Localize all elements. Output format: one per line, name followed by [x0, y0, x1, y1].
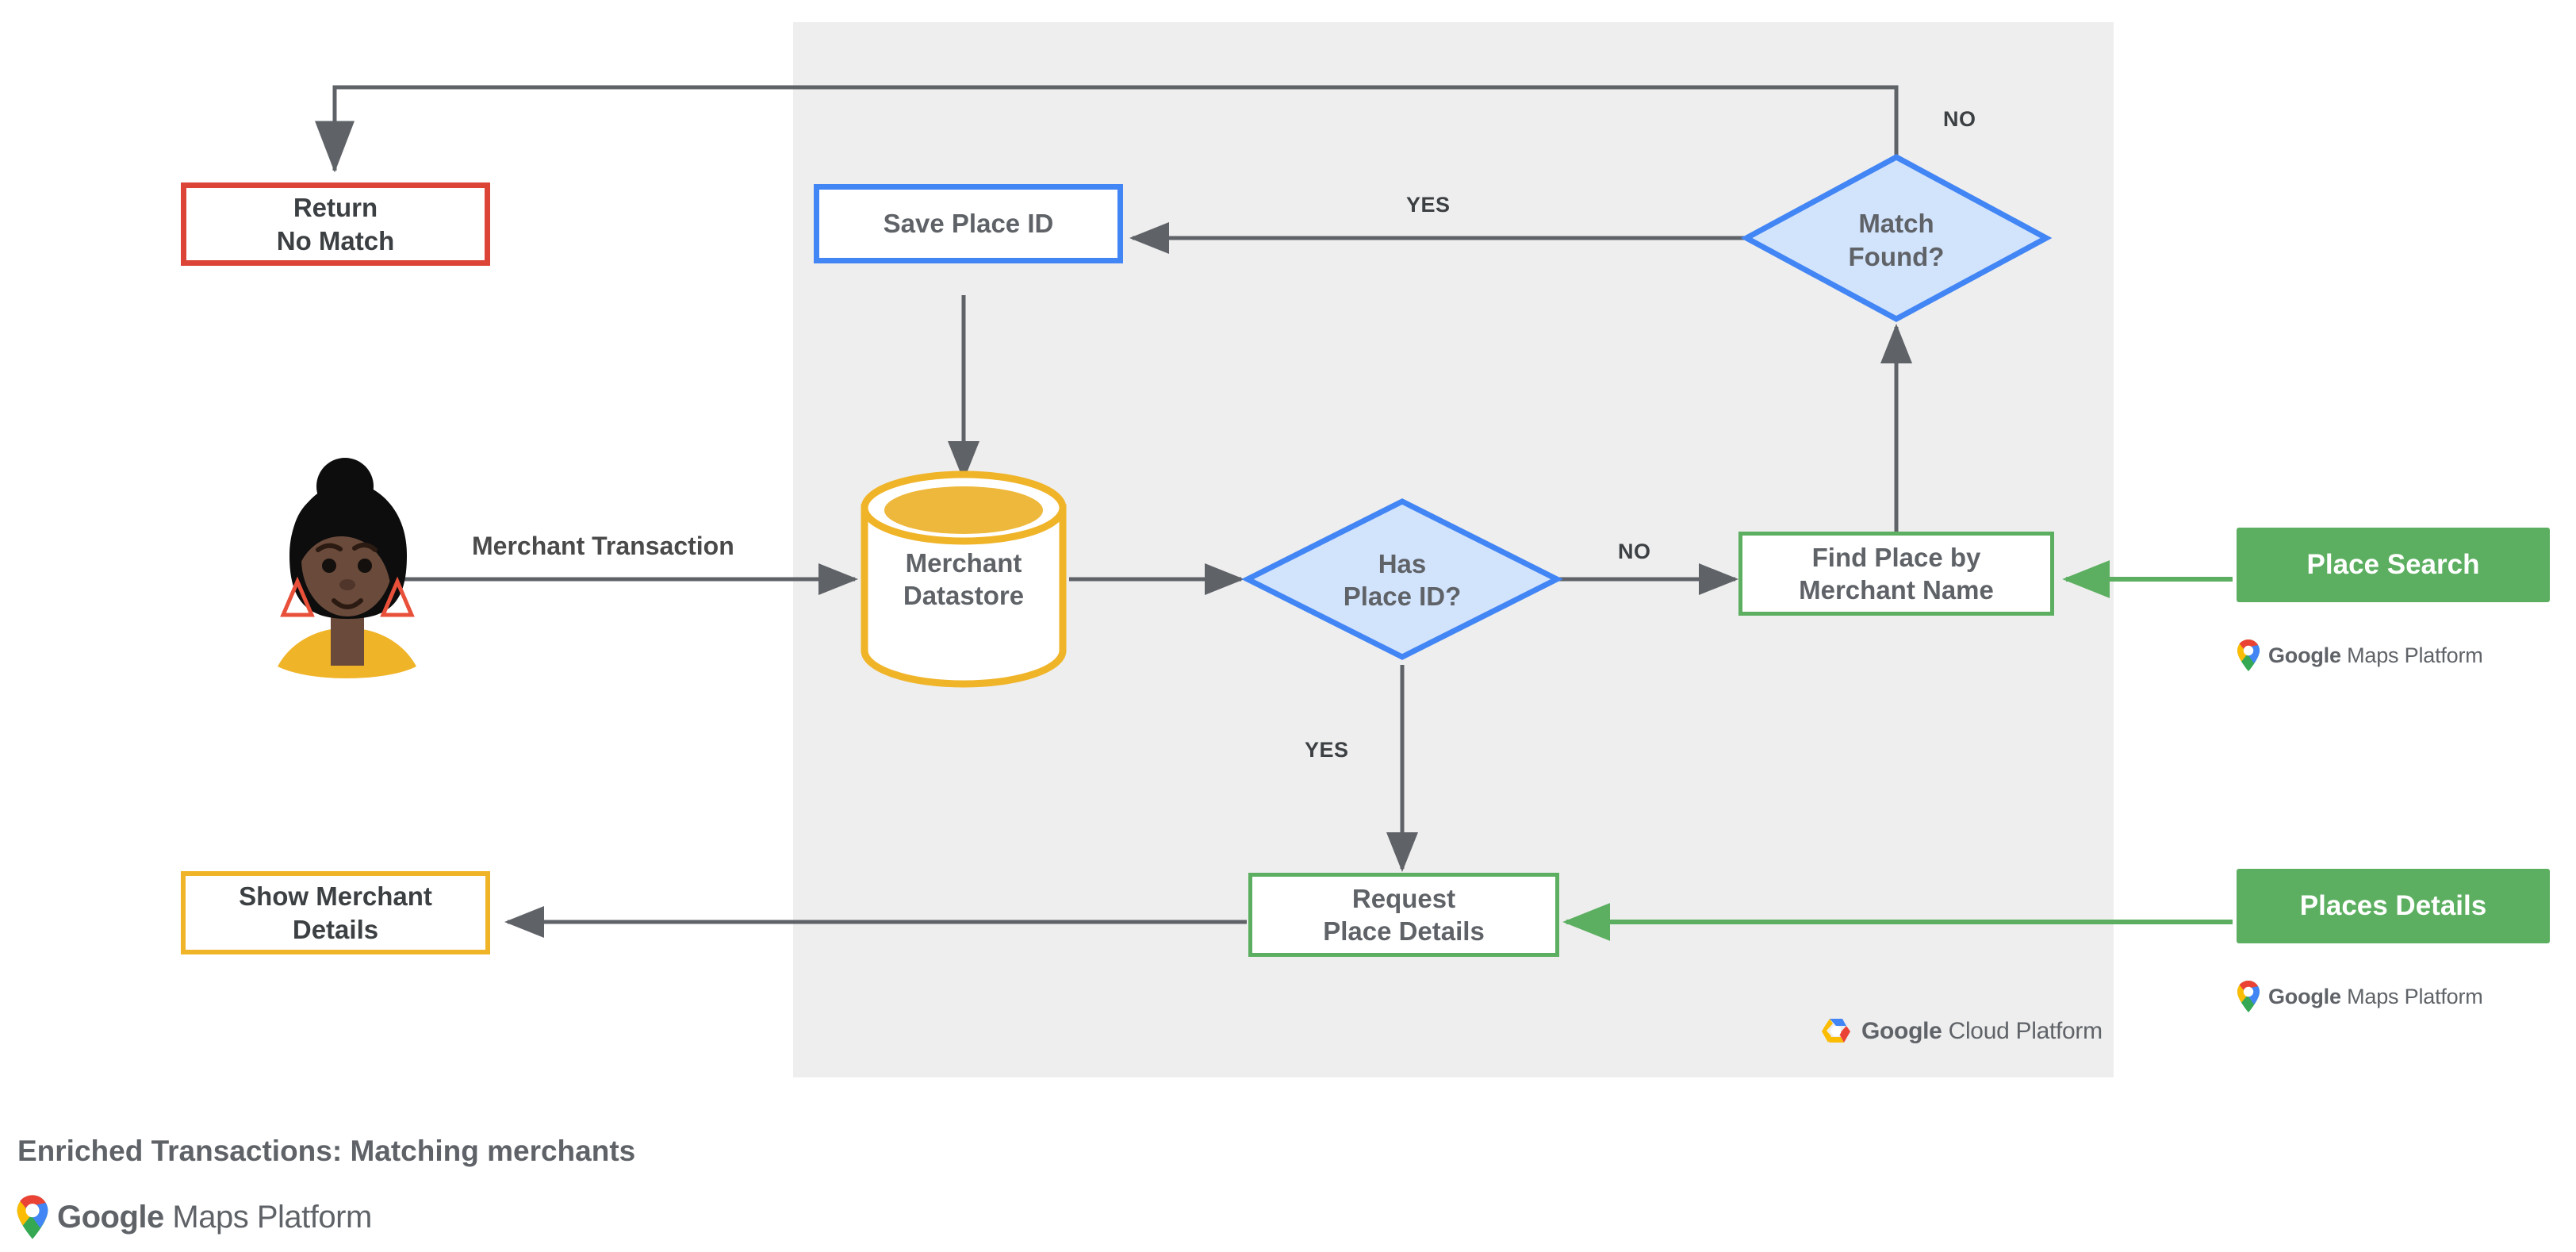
google-cloud-hexagon-icon	[1822, 1019, 1850, 1043]
node-line-1: Match	[1858, 209, 1934, 239]
avatar-eye-right	[358, 559, 372, 573]
node-show-merchant-details[interactable]: Show Merchant Details	[181, 871, 490, 954]
gmp-footer-logo-text: Google Maps Platform	[57, 1200, 372, 1235]
node-places-details[interactable]: Places Details	[2237, 869, 2550, 943]
node-place-search-label: Place Search	[2306, 549, 2480, 581]
diagram-caption: Enriched Transactions: Matching merchant…	[17, 1135, 636, 1167]
edge-match-found-no	[315, 85, 1899, 173]
google-maps-pin-icon	[17, 1195, 48, 1239]
node-match-found[interactable]: Match Found?	[1777, 194, 2015, 286]
node-line-1: Merchant	[905, 547, 1022, 578]
edge-label-match-found-no: NO	[1943, 107, 1976, 131]
gcp-word-rest: Cloud Platform	[1948, 1018, 2103, 1044]
node-save-place-id[interactable]: Save Place ID	[814, 184, 1123, 263]
gmp-logo-footer: Google Maps Platform	[16, 1194, 372, 1240]
gmp-word-rest: Maps Platform	[2347, 643, 2483, 667]
node-line-1: Request	[1351, 883, 1456, 913]
node-line-2: Place Details	[1323, 916, 1485, 946]
node-request-place-details[interactable]: Request Place Details	[1248, 873, 1559, 957]
node-find-place-by-merchant-name[interactable]: Find Place by Merchant Name	[1738, 532, 2054, 616]
node-merchant-datastore[interactable]: Merchant Datastore	[853, 536, 1075, 623]
google-maps-pin-icon	[2237, 639, 2260, 671]
node-line-1: Find Place by	[1811, 542, 1981, 572]
avatar-hair-fringe	[291, 488, 405, 605]
node-has-place-id-label: Has Place ID?	[1344, 547, 1462, 613]
node-line-2: Merchant Name	[1799, 575, 1994, 605]
node-line-2: Place ID?	[1343, 582, 1462, 611]
gmp-logo-text: Google Maps Platform	[2268, 985, 2483, 1009]
node-line-2: Datastore	[903, 581, 1025, 610]
node-has-place-id[interactable]: Has Place ID?	[1291, 536, 1513, 624]
gcp-word-google: Google	[1861, 1018, 1942, 1044]
node-match-found-label: Match Found?	[1849, 207, 1945, 273]
node-line-1: Show Merchant	[239, 881, 432, 912]
gmp-word-google: Google	[2268, 643, 2341, 667]
gmp-word-rest: Maps Platform	[172, 1199, 372, 1235]
has-place-id-diamond-shape	[1241, 498, 1563, 660]
gmp-word-rest: Maps Platform	[2347, 984, 2483, 1008]
gcp-logo: Google Cloud Platform	[1820, 1017, 2103, 1046]
edge-label-has-place-id-yes: YES	[1305, 738, 1349, 762]
avatar-eye-left	[322, 559, 336, 573]
node-line-2: Found?	[1848, 241, 1945, 271]
gmp-word-google: Google	[2268, 984, 2341, 1008]
avatar-mouth	[332, 598, 363, 609]
gmp-logo-place-search: Google Maps Platform	[2237, 639, 2483, 672]
node-return-no-match[interactable]: Return No Match	[181, 182, 490, 266]
node-merchant-datastore-label: Merchant Datastore	[903, 547, 1024, 613]
avatar-eyebrow-left	[316, 543, 343, 552]
node-return-no-match-label: Return No Match	[277, 191, 395, 257]
edge-label-merchant-transaction: Merchant Transaction	[472, 532, 734, 560]
gmp-word-google: Google	[57, 1199, 164, 1235]
node-show-merchant-details-label: Show Merchant Details	[239, 880, 432, 946]
edge-label-match-found-yes: YES	[1406, 193, 1451, 217]
avatar-eyebrow-right	[352, 543, 378, 552]
node-line-2: No Match	[276, 225, 395, 255]
merchant-datastore-cylinder	[861, 470, 1067, 688]
google-maps-pin-icon	[2237, 981, 2260, 1012]
node-request-place-details-label: Request Place Details	[1323, 882, 1485, 948]
node-line-2: Details	[292, 914, 379, 944]
avatar-nose	[339, 579, 355, 590]
gmp-logo-text: Google Maps Platform	[2268, 643, 2483, 668]
node-places-details-label: Places Details	[2299, 890, 2487, 922]
avatar-earring-right	[380, 576, 415, 617]
avatar-earring-left	[280, 576, 315, 617]
node-save-place-id-label: Save Place ID	[883, 209, 1054, 239]
node-find-place-label: Find Place by Merchant Name	[1799, 541, 1994, 607]
gcp-logo-text: Google Cloud Platform	[1861, 1018, 2103, 1045]
gmp-logo-places-details: Google Maps Platform	[2237, 980, 2483, 1013]
edge-label-has-place-id-no: NO	[1618, 540, 1651, 563]
match-found-diamond-shape	[1740, 154, 2053, 322]
node-line-1: Return	[293, 193, 378, 223]
node-place-search[interactable]: Place Search	[2237, 528, 2550, 602]
node-line-1: Has	[1378, 548, 1427, 578]
